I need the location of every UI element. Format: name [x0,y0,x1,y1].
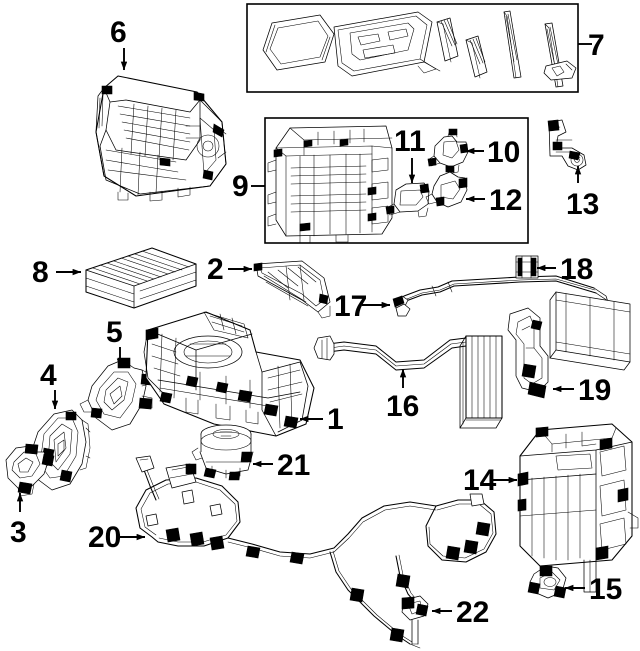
part-11-actuator [385,182,430,218]
part-3-door-servo [5,443,55,497]
callout-1[interactable]: 1 [327,403,344,436]
part-6-case-assembly [95,75,227,202]
callout-11[interactable]: 11 [394,125,426,158]
group-box-9 [264,117,529,244]
callout-10[interactable]: 10 [487,136,521,169]
part-16-heater-core [313,335,503,429]
part-10-actuator [427,128,469,174]
callout-14[interactable]: 14 [463,464,497,497]
callout-15[interactable]: 15 [589,573,623,606]
part-22-temp-sensor [401,595,429,645]
part-9-case-half [267,125,393,244]
part-1-hvac-case-lower [143,311,315,437]
callout-3[interactable]: 3 [10,516,27,549]
part-14-evaporator-case [517,423,639,593]
callout-17[interactable]: 17 [334,290,368,323]
part-21-blower-motor [191,424,254,481]
callout-21[interactable]: 21 [277,449,311,482]
callout-5[interactable]: 5 [106,316,123,349]
part-18-clamp-bracket [515,255,539,279]
callout-16[interactable]: 16 [386,390,420,423]
callout-4[interactable]: 4 [40,359,57,392]
callout-18[interactable]: 18 [560,253,594,286]
callout-19[interactable]: 19 [578,374,612,407]
callout-6[interactable]: 6 [110,16,127,49]
part-15-sensor-clip [527,565,567,599]
part-8-cabin-air-filter [85,247,197,309]
part-2-defroster-duct [253,260,331,319]
part-12-actuator [425,165,468,208]
part-13-tube-bracket [547,119,587,171]
callout-12[interactable]: 12 [489,184,523,217]
part-20-wiring-harness [135,455,497,649]
callout-8[interactable]: 8 [32,256,49,289]
callout-9[interactable]: 9 [232,170,249,203]
part-19-condenser-bracket [507,291,631,399]
part-17-ac-lines [392,275,613,317]
callout-22[interactable]: 22 [456,596,490,629]
callout-20[interactable]: 20 [88,521,122,554]
group-box-7 [246,3,579,93]
part-7-seal-duct-kit [262,10,577,88]
callout-7[interactable]: 7 [588,29,605,62]
callout-2[interactable]: 2 [207,253,224,286]
callout-13[interactable]: 13 [566,188,600,221]
